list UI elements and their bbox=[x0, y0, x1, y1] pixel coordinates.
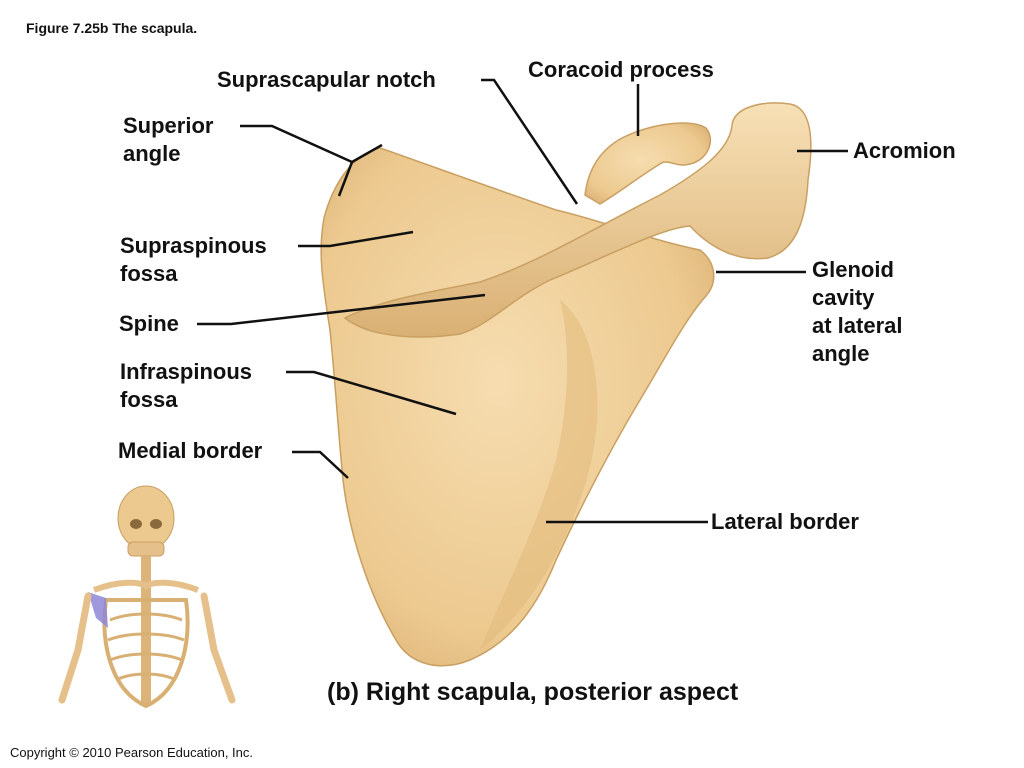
leader-suprascapular-notch bbox=[481, 78, 579, 205]
skull bbox=[117, 485, 175, 551]
label-lateral-border: Lateral border bbox=[711, 509, 859, 534]
figure-subtitle: (b) Right scapula, posterior aspect bbox=[327, 678, 739, 706]
clavicles bbox=[92, 579, 200, 593]
label-superior-angle-line1: Superior bbox=[123, 113, 214, 138]
label-coracoid-process: Coracoid process bbox=[528, 57, 714, 82]
vertebral-column bbox=[141, 556, 151, 706]
skeleton-thumbnail bbox=[58, 485, 236, 709]
label-glenoid-line2: cavity bbox=[812, 285, 875, 310]
jaw bbox=[127, 541, 165, 557]
rib-cage bbox=[102, 598, 190, 709]
leader-medial-border bbox=[292, 450, 349, 479]
label-infraspinous-fossa: Infraspinous fossa bbox=[120, 358, 252, 414]
label-supraspinous-line2: fossa bbox=[120, 261, 178, 286]
figure-title: Figure 7.25b The scapula. bbox=[26, 20, 198, 36]
arm-right bbox=[200, 592, 236, 704]
leader-superior-angle bbox=[240, 124, 353, 164]
label-spine: Spine bbox=[119, 311, 179, 336]
eye-socket-right bbox=[150, 519, 162, 529]
leader-infraspinous-fossa bbox=[286, 370, 457, 416]
leader-lines bbox=[197, 78, 848, 524]
superior-angle-bracket bbox=[337, 143, 383, 197]
label-glenoid-cavity: Glenoid cavity at lateral angle bbox=[812, 256, 903, 368]
copyright-notice: Copyright © 2010 Pearson Education, Inc. bbox=[10, 745, 254, 760]
label-suprascapular-notch: Suprascapular notch bbox=[217, 67, 436, 92]
label-infraspinous-line1: Infraspinous bbox=[120, 359, 253, 384]
ribs bbox=[107, 612, 185, 682]
eye-socket-left bbox=[130, 519, 142, 529]
label-superior-angle-line2: angle bbox=[123, 141, 181, 166]
label-glenoid-line4: angle bbox=[812, 341, 870, 366]
label-acromion: Acromion bbox=[853, 138, 956, 163]
leader-spine bbox=[197, 293, 486, 326]
label-infraspinous-line2: fossa bbox=[120, 387, 178, 412]
label-supraspinous-fossa: Supraspinous fossa bbox=[120, 232, 267, 288]
label-glenoid-line3: at lateral bbox=[812, 313, 903, 338]
leader-supraspinous-fossa bbox=[298, 230, 414, 248]
label-superior-angle: Superior angle bbox=[123, 112, 213, 168]
coracoid-process bbox=[584, 122, 711, 205]
label-supraspinous-line1: Supraspinous bbox=[120, 233, 267, 258]
scapular-spine bbox=[343, 102, 812, 338]
label-medial-border: Medial border bbox=[118, 438, 263, 463]
infraspinous-shadow bbox=[480, 300, 598, 650]
label-glenoid-line1: Glenoid bbox=[812, 257, 894, 282]
highlighted-scapula bbox=[88, 592, 108, 628]
arm-left bbox=[58, 592, 92, 704]
